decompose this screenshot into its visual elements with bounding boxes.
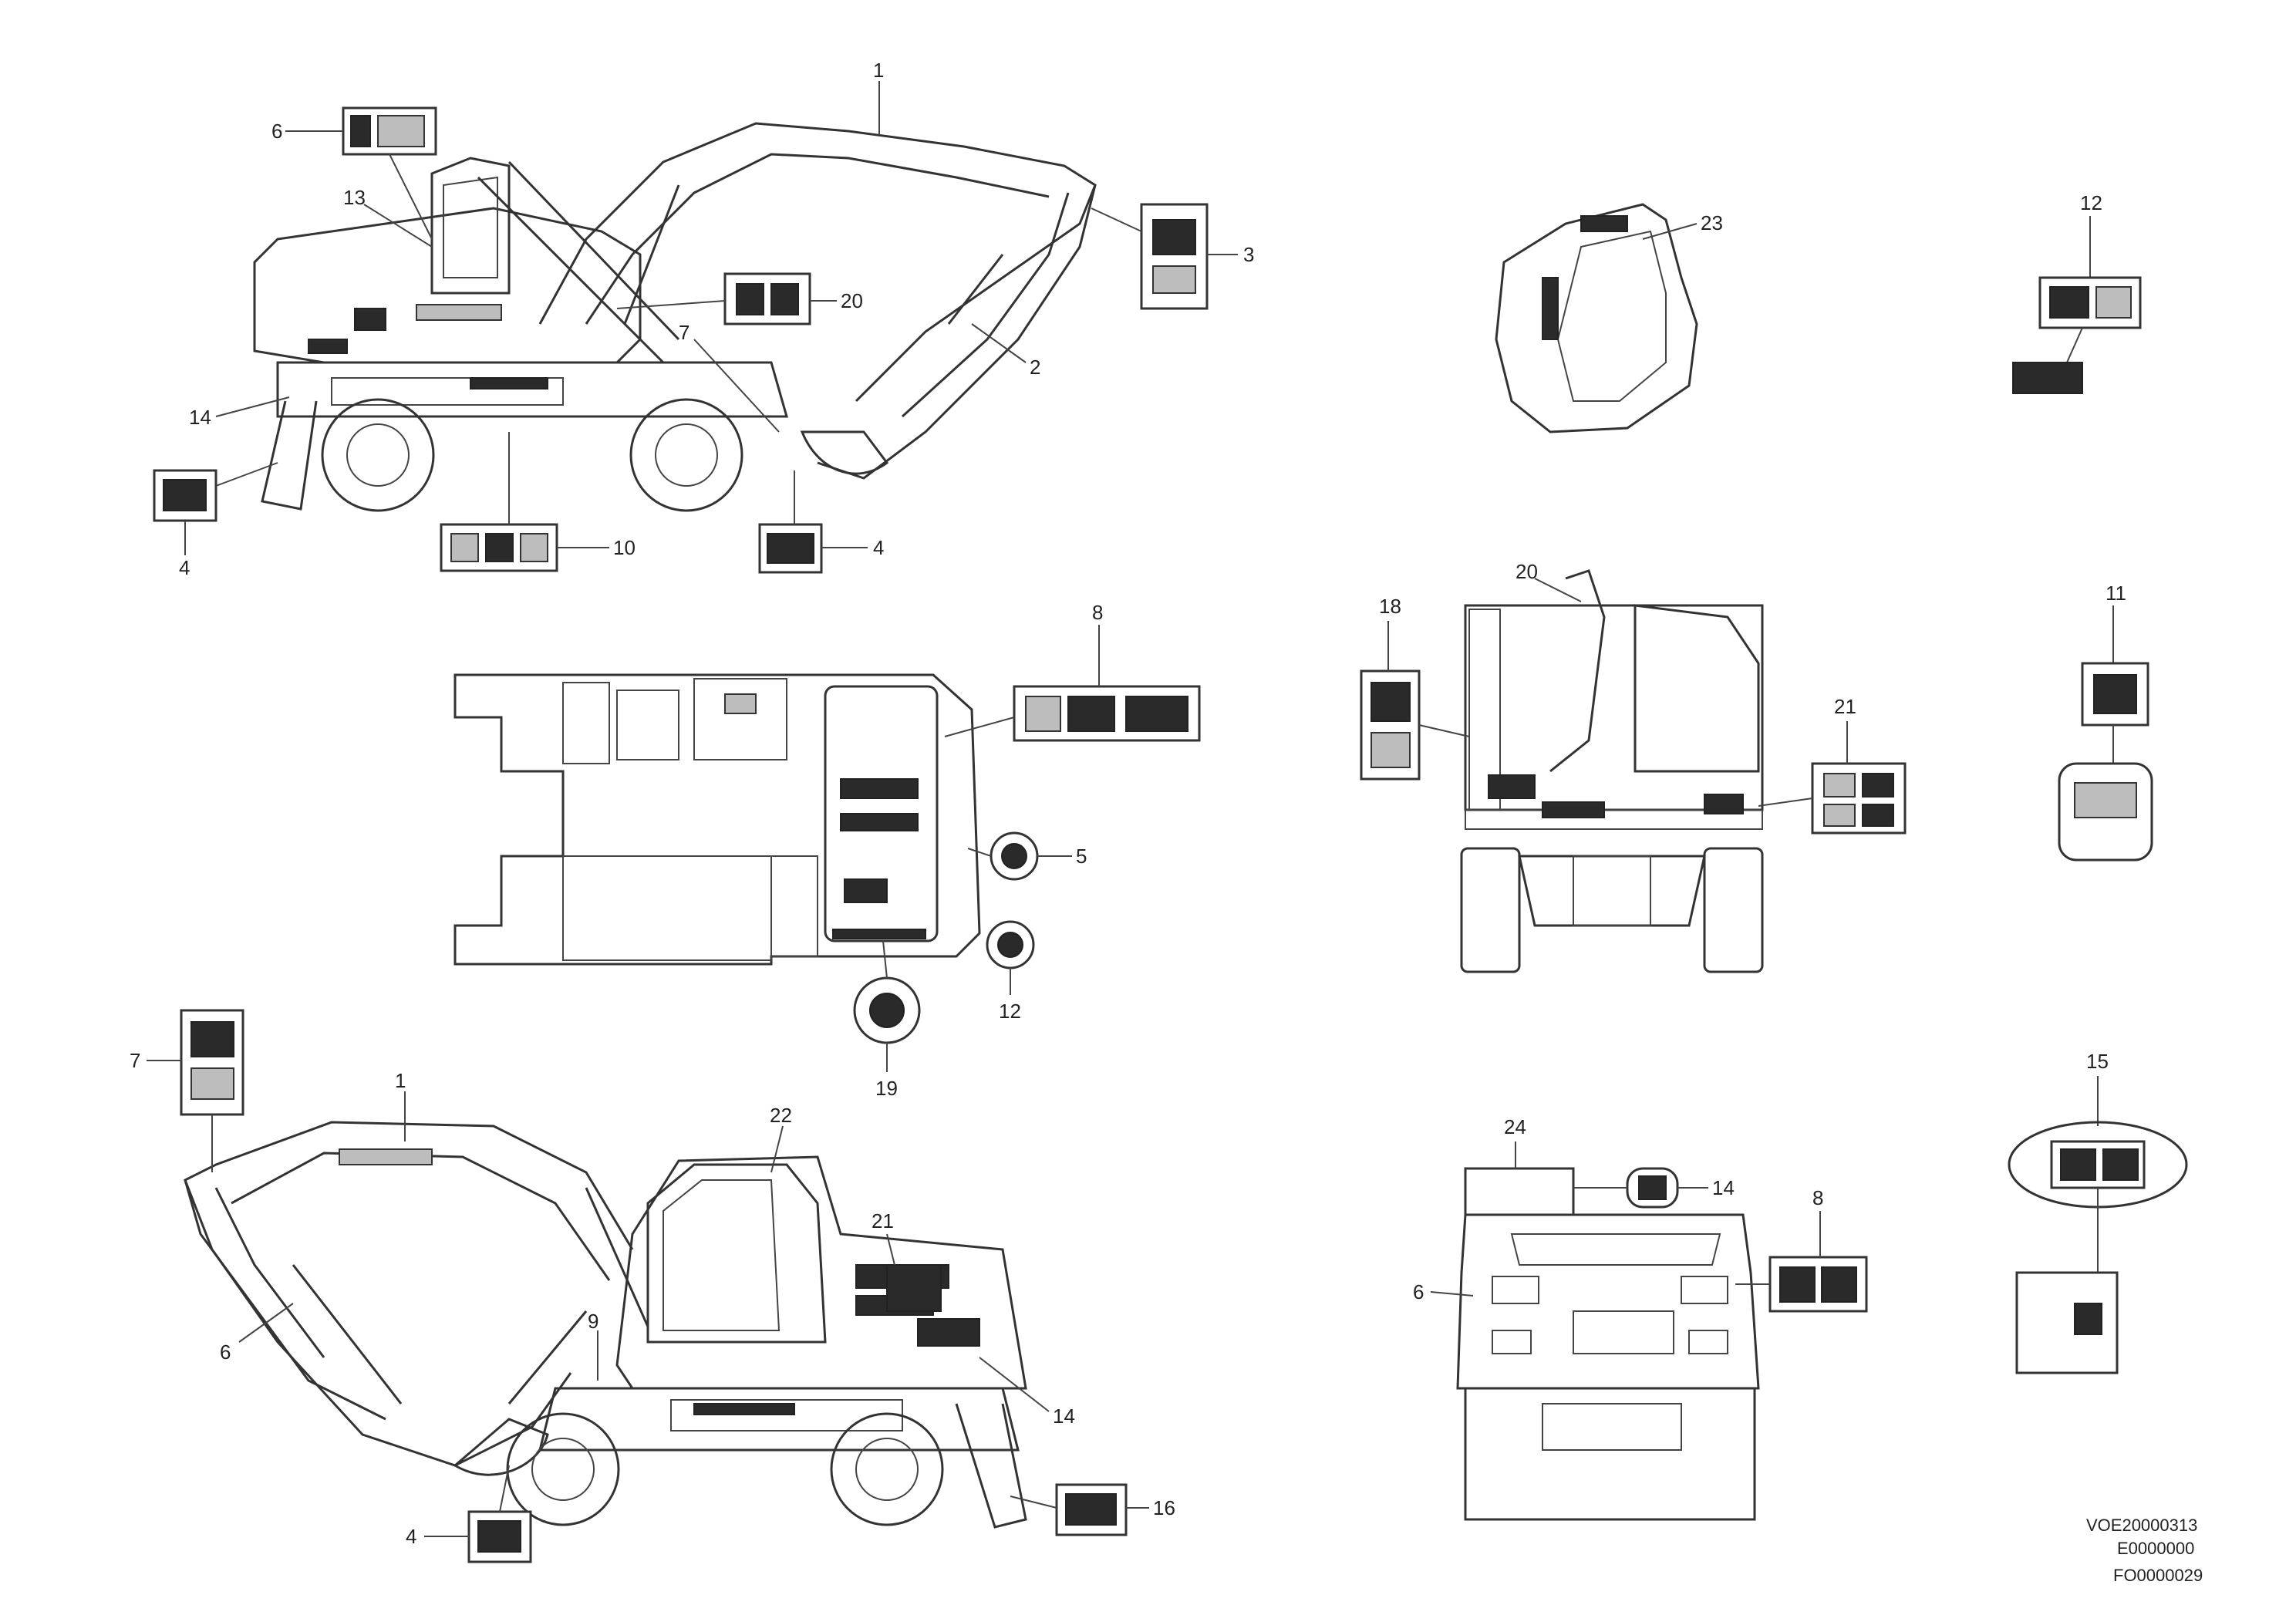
label-6-d: 6	[1413, 1280, 1424, 1303]
label-4-b: 4	[406, 1525, 416, 1548]
label-20: 20	[841, 289, 863, 312]
callout-4-b: 4	[406, 1465, 532, 1563]
callout-14-d: 14	[1573, 1167, 1735, 1209]
excavator-rear-view: 18 20 21	[1360, 560, 1907, 973]
label-15: 15	[2086, 1050, 2109, 1073]
label-14: 14	[189, 406, 211, 429]
label-8: 8	[1092, 601, 1103, 624]
excavator-side-view-bottom: 7 1 22 21 6 9 14 4	[130, 1009, 1175, 1563]
reference-line-1: VOE20000313	[2086, 1516, 2197, 1535]
label-21-d: 21	[1834, 695, 1856, 718]
label-19: 19	[875, 1077, 898, 1100]
callout-9: 9	[588, 1310, 598, 1381]
label-5: 5	[1076, 845, 1087, 868]
label-10: 10	[613, 536, 636, 559]
label-21-b: 21	[872, 1209, 894, 1233]
callout-3: 3	[1091, 203, 1254, 310]
callout-5: 5	[967, 831, 1087, 881]
label-8-d: 8	[1812, 1186, 1823, 1209]
callout-7: 7	[679, 321, 780, 433]
excavator-side-view-top: 6 13 1 3 20 2	[153, 59, 1254, 579]
callout-24: 24	[1504, 1115, 1526, 1168]
detail-11: 11	[2058, 582, 2153, 862]
callout-6: 6	[271, 106, 437, 240]
label-12: 12	[999, 1000, 1021, 1023]
label-4-left: 4	[179, 556, 190, 579]
callout-4-right: 4	[758, 470, 884, 574]
label-2: 2	[1030, 356, 1040, 379]
label-23: 23	[1701, 211, 1723, 234]
callout-2: 2	[971, 323, 1040, 379]
callout-22: 22	[770, 1104, 792, 1173]
callout-6-d: 6	[1413, 1280, 1474, 1303]
label-4-right: 4	[873, 536, 884, 559]
callout-7-b: 7	[130, 1009, 244, 1172]
detail-15: 15	[2008, 1050, 2188, 1374]
label-13: 13	[343, 186, 366, 209]
label-12-d: 12	[2080, 191, 2102, 214]
callout-18: 18	[1360, 595, 1470, 781]
label-14-b: 14	[1053, 1404, 1075, 1428]
callout-12: 12	[986, 920, 1035, 1023]
callout-14: 14	[189, 396, 290, 429]
callout-21-b: 21	[872, 1209, 895, 1266]
label-16: 16	[1153, 1496, 1175, 1519]
label-1: 1	[873, 59, 884, 82]
label-24: 24	[1504, 1115, 1526, 1138]
label-3: 3	[1243, 243, 1254, 266]
callout-21-d: 21	[1758, 695, 1907, 835]
callout-8: 8	[944, 601, 1201, 742]
label-20-d: 20	[1515, 560, 1538, 583]
label-7: 7	[679, 321, 689, 344]
label-6: 6	[271, 120, 282, 143]
detail-12: 12	[2012, 191, 2142, 394]
label-22: 22	[770, 1104, 792, 1127]
callout-10: 10	[440, 432, 636, 572]
callout-13: 13	[343, 186, 433, 248]
callout-19: 19	[853, 940, 921, 1100]
excavator-top-view: 8 5 12 19	[453, 601, 1201, 1100]
callout-14-b: 14	[979, 1357, 1075, 1428]
reference-line-2: E0000000	[2117, 1539, 2194, 1558]
callout-16: 16	[1010, 1483, 1175, 1536]
label-18: 18	[1379, 595, 1401, 618]
label-14-d: 14	[1712, 1176, 1735, 1199]
reference-line-3: FO0000029	[2113, 1566, 2203, 1585]
label-11: 11	[2106, 582, 2126, 605]
callout-6-b: 6	[220, 1303, 294, 1364]
detail-23: 23	[1495, 203, 1723, 433]
callout-8-d: 8	[1735, 1186, 1868, 1313]
label-9: 9	[588, 1310, 598, 1333]
callout-20-d: 20	[1515, 560, 1582, 602]
callout-1-b: 1	[395, 1069, 406, 1141]
reference-block: VOE20000313 E0000000 FO0000029	[2086, 1516, 2203, 1585]
label-1-b: 1	[395, 1069, 406, 1092]
callout-20: 20	[616, 272, 863, 325]
callout-1-top: 1	[873, 59, 884, 135]
label-7-b: 7	[130, 1049, 140, 1072]
label-6-b: 6	[220, 1340, 231, 1364]
excavator-front-view: 24 14 8 6	[1413, 1115, 1868, 1521]
callout-4-left: 4	[153, 462, 278, 579]
